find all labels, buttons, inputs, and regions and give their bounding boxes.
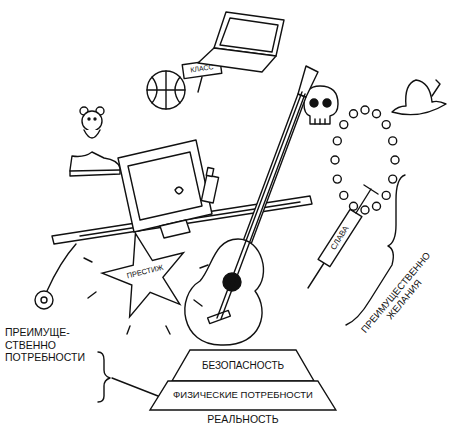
star-rays — [127, 326, 130, 334]
computer-monitor — [128, 152, 202, 220]
band-outline — [150, 381, 336, 410]
teddy-bear — [80, 107, 104, 138]
basketball — [147, 71, 185, 109]
syringe — [364, 185, 378, 194]
star-rays — [166, 326, 170, 334]
sneaker — [70, 152, 120, 176]
star-outline — [95, 223, 196, 321]
syringe — [308, 185, 378, 288]
pyramid-band: ФИЗИЧЕСКИЕ ПОТРЕБНОСТИ — [150, 381, 336, 410]
bottle — [201, 167, 218, 202]
pearl-necklace — [350, 110, 358, 118]
computer-monitor — [118, 140, 212, 238]
pearl-necklace — [361, 206, 369, 214]
basketball — [147, 71, 185, 109]
guitar — [185, 66, 318, 345]
pyramid-band: БЕЗОПАСНОСТЬ — [172, 350, 314, 381]
sneaker — [70, 152, 120, 176]
basketball — [147, 71, 185, 109]
group-label: ПРЕИМУЩЕ- СТВЕННО ПОТРЕБНОСТИ — [5, 326, 95, 364]
pearl-necklace — [382, 121, 390, 129]
pearl-necklace — [391, 156, 399, 164]
guitar — [221, 94, 305, 319]
band-outline — [172, 350, 314, 381]
syringe — [356, 189, 371, 213]
skull — [315, 119, 325, 124]
pearl-necklace — [340, 191, 348, 199]
guitar — [185, 239, 264, 345]
pearl-necklace — [361, 106, 369, 114]
label-text: ПРЕИМУЩЕСТВЕННО ЖЕЛАНИЯ — [359, 250, 433, 335]
guitar — [217, 92, 302, 318]
brace — [112, 378, 158, 396]
label-text: ПРЕИМУЩЕ- СТВЕННО ПОТРЕБНОСТИ — [5, 326, 85, 363]
yoyo — [41, 297, 47, 303]
computer-monitor — [175, 187, 183, 194]
star-rays — [88, 292, 96, 298]
pearl-necklace — [373, 202, 381, 210]
bottle — [206, 167, 214, 176]
node-text: ФИЗИЧЕСКИЕ ПОТРЕБНОСТИ — [173, 390, 313, 401]
label-text: РЕАЛЬНОСТЬ — [207, 413, 278, 425]
computer-monitor — [118, 140, 212, 232]
pearl-necklace — [331, 156, 339, 164]
skull — [323, 99, 331, 107]
star-rays — [84, 258, 92, 262]
yoyo — [47, 244, 76, 291]
pearl-necklace — [333, 137, 341, 145]
node-text: БЕЗОПАСНОСТЬ — [202, 360, 284, 372]
skull — [310, 99, 318, 107]
computer-monitor — [160, 220, 190, 238]
star-rays — [194, 300, 202, 306]
syringe — [318, 209, 362, 266]
teddy-bear — [88, 118, 90, 120]
teddy-bear — [82, 111, 102, 131]
teddy-bear — [94, 118, 96, 120]
brace — [98, 352, 110, 402]
guitar — [298, 66, 318, 97]
pearl-necklace — [389, 175, 397, 183]
pearl-necklace — [389, 137, 397, 145]
yoyo — [35, 244, 76, 309]
teddy-bear — [84, 130, 100, 138]
group-label: ПРЕИМУЩЕСТВЕННО ЖЕЛАНИЯ — [357, 247, 444, 344]
pearl-necklace — [333, 175, 341, 183]
pearl-necklace — [373, 110, 381, 118]
syringe — [308, 263, 324, 288]
hat — [392, 80, 446, 115]
pearl-necklace — [340, 121, 348, 129]
hat — [432, 80, 440, 96]
class-sign — [198, 77, 202, 92]
sneaker — [70, 170, 120, 171]
bottle — [201, 175, 218, 203]
pearl-necklace — [331, 106, 399, 214]
pearl-necklace — [382, 191, 390, 199]
hat — [392, 80, 446, 115]
laptop — [220, 18, 278, 52]
star-rays — [200, 265, 208, 268]
base-label: РЕАЛЬНОСТЬ — [207, 413, 278, 426]
yoyo — [35, 291, 53, 309]
laptop — [198, 12, 284, 72]
